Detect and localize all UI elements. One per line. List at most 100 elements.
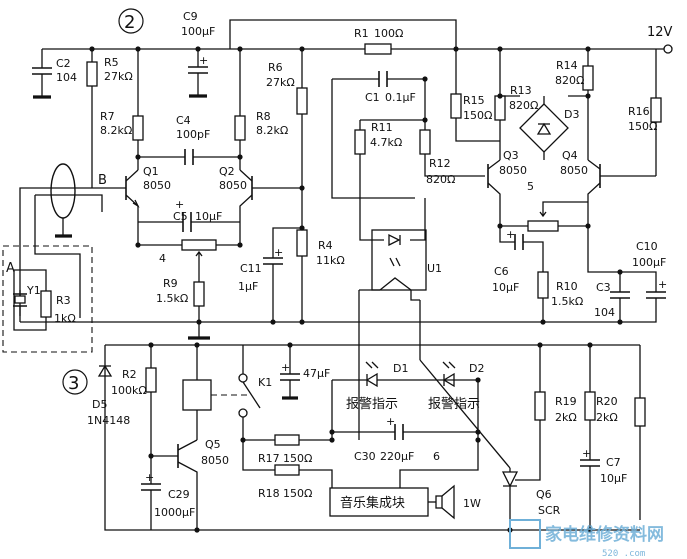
r8-ref: R8: [256, 110, 271, 123]
sensor-coil: [34, 163, 103, 318]
capacitor-c1: [331, 71, 425, 199]
q1-type: 8050: [143, 179, 171, 192]
resistor-r15: [450, 49, 500, 142]
svg-text:+: +: [582, 447, 591, 460]
capacitor-c3: [587, 226, 630, 322]
c1-value: 0.1μF: [385, 91, 416, 104]
ground-bus-upper: [19, 187, 620, 323]
capacitor-c11: +: [263, 227, 302, 322]
resistor-r17: [243, 434, 332, 446]
relay-switch-k1: [211, 345, 261, 440]
r13-value: 820Ω: [509, 99, 538, 112]
q2-ref: Q2: [219, 165, 235, 178]
section-marker-upper: 2: [118, 8, 144, 34]
c7-ref: C7: [606, 456, 621, 469]
svg-text:+: +: [199, 54, 208, 67]
c1-ref: C1: [365, 91, 380, 104]
d3-ref: D3: [564, 108, 579, 121]
capacitor-c29: +: [141, 456, 161, 530]
resistor-r5: [86, 49, 98, 188]
c5-value: 10μF: [195, 210, 222, 223]
r14-ref: R14: [556, 59, 578, 72]
y1-ref: Y1: [26, 284, 41, 297]
resistor-r8: [234, 49, 246, 170]
c3-value: 104: [594, 306, 615, 319]
music-ic-label: 音乐集成块: [340, 495, 405, 511]
r14-value: 820Ω: [555, 74, 584, 87]
r18-value: 150Ω: [283, 487, 312, 500]
r6-ref: R6: [268, 61, 283, 74]
potentiometer-upper: [138, 239, 240, 270]
svg-text:+: +: [386, 415, 395, 428]
capacitor-c4: [138, 149, 240, 165]
c6-ref: C6: [494, 265, 509, 278]
supply-voltage-label: 12V: [647, 25, 673, 40]
capacitor-c5: +: [138, 198, 240, 232]
q4-ref: Q4: [562, 149, 578, 162]
transistor-q5: [177, 439, 198, 530]
c47-value: 47μF: [303, 367, 330, 380]
c10-value: 100μF: [632, 256, 666, 269]
resistor-r18: [242, 440, 333, 488]
capacitor-c6: +: [499, 226, 544, 272]
scr-q6: [419, 345, 541, 530]
potentiometer-lower: [500, 201, 588, 232]
r11-ref: R11: [371, 121, 393, 134]
r11-value: 4.7kΩ: [370, 136, 402, 149]
r2-value: 100kΩ: [111, 384, 147, 397]
capacitor-c30: +: [332, 415, 478, 440]
q5-ref: Q5: [205, 438, 221, 451]
watermark-text: 家电维修资料网: [545, 524, 664, 545]
q1-ref: Q1: [143, 165, 159, 178]
r1-ref: R1: [354, 27, 369, 40]
c10-ref: C10: [636, 240, 658, 253]
watermark-logo: 家电维修资料网 520 .com: [509, 519, 664, 559]
capacitor-c2: [32, 49, 52, 99]
c3-ref: C3: [596, 281, 611, 294]
node-a-label: A: [6, 261, 15, 276]
c9-ref: C9: [183, 10, 198, 23]
d5-type: 1N4148: [87, 414, 130, 427]
r17-ref: R17: [258, 452, 280, 465]
q4-type: 8050: [560, 164, 588, 177]
section-marker-lower: 3: [62, 369, 88, 395]
r9-value: 1.5kΩ: [156, 292, 188, 305]
c11-ref: C11: [240, 262, 262, 275]
diode-d5: [97, 364, 113, 377]
transistor-q2: [239, 169, 302, 245]
transistor-q1: [92, 169, 140, 245]
r16-value: 150Ω: [628, 120, 657, 133]
svg-text:+: +: [145, 471, 154, 484]
c5-ref: C5: [173, 210, 188, 223]
resistor-right: [634, 397, 646, 427]
r4-ref: R4: [318, 239, 333, 252]
resistor-r16: [650, 49, 662, 176]
d5-ref: D5: [92, 398, 107, 411]
svg-text:+: +: [274, 246, 283, 259]
q2-type: 8050: [219, 179, 247, 192]
c29-value: 1000μF: [154, 506, 195, 519]
r15-ref: R15: [463, 94, 485, 107]
supply-rail: [42, 19, 673, 54]
resistor-r1: [364, 43, 392, 55]
transistor-q3: [487, 95, 588, 226]
c30-ref: C30: [354, 450, 376, 463]
c2-ref: C2: [56, 57, 71, 70]
d1-note: 报警指示: [346, 396, 398, 412]
dashed-module-a: [2, 245, 93, 353]
d1-ref: D1: [393, 362, 408, 375]
r2-ref: R2: [122, 368, 137, 381]
c6-value: 10μF: [492, 281, 519, 294]
music-ic-block: [329, 440, 479, 517]
r12-ref: R12: [429, 157, 451, 170]
resistor-r13: [494, 49, 506, 160]
q5-type: 8050: [201, 454, 229, 467]
resistor-r7: [132, 49, 144, 170]
r9-ref: R9: [163, 277, 178, 290]
capacitor-c9: +: [188, 49, 208, 98]
diode-bridge-d3: [519, 96, 569, 160]
crystal-y1: [13, 290, 27, 316]
c11-value: 1μF: [238, 280, 258, 293]
r7-value: 8.2kΩ: [100, 124, 132, 137]
